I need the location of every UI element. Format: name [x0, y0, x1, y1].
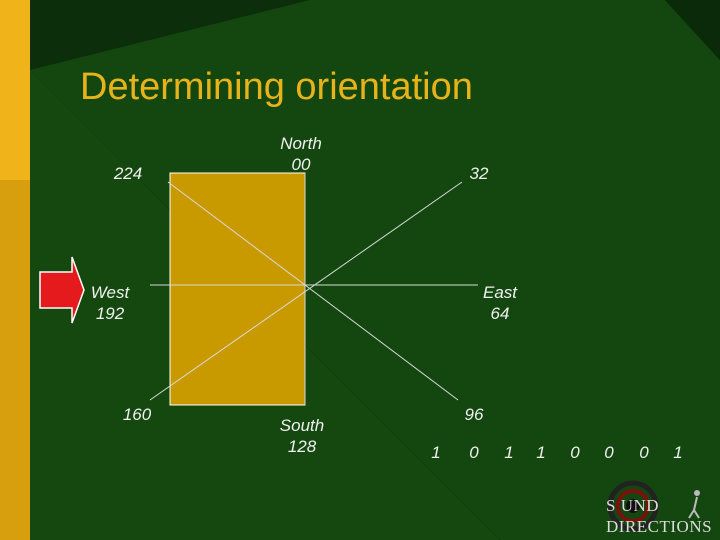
pointer-arrow	[39, 256, 85, 324]
west-name: West	[90, 283, 130, 302]
northeast-label: 32	[469, 164, 489, 183]
east-label: East 64	[472, 282, 528, 324]
logo-line1: S UND	[606, 496, 660, 515]
southwest-northeast-line	[149, 181, 463, 401]
orientation-rectangle	[169, 172, 306, 406]
left-strip-top	[0, 0, 30, 180]
slide-title: Determining orientation	[80, 66, 473, 108]
north-name: North	[280, 134, 322, 153]
east-value: 64	[490, 304, 510, 323]
bit-6: 0	[604, 443, 614, 462]
compass-lines	[149, 173, 478, 405]
southeast-label: 96	[464, 405, 484, 424]
north-label: North 00	[269, 133, 333, 175]
west-value: 192	[95, 304, 125, 323]
bit-2: 0	[469, 443, 479, 462]
northwest-label: 224	[113, 164, 143, 183]
logo-line2: DIRECTIONS	[606, 517, 713, 536]
south-value: 128	[287, 437, 317, 456]
logo-icon	[607, 480, 700, 532]
west-label: West 192	[80, 282, 140, 324]
east-name: East	[482, 283, 518, 302]
south-name: South	[279, 416, 325, 435]
northwest-southeast-line	[167, 181, 459, 401]
north-value: 00	[291, 155, 311, 174]
southwest-label: 160	[122, 405, 152, 424]
bit-8: 1	[673, 443, 683, 462]
bit-5: 0	[570, 443, 580, 462]
bit-7: 0	[639, 443, 649, 462]
south-label: South 128	[270, 415, 334, 457]
left-strip-bottom	[0, 180, 30, 540]
bit-4: 1	[536, 443, 546, 462]
bit-1: 1	[431, 443, 441, 462]
bit-3: 1	[504, 443, 514, 462]
